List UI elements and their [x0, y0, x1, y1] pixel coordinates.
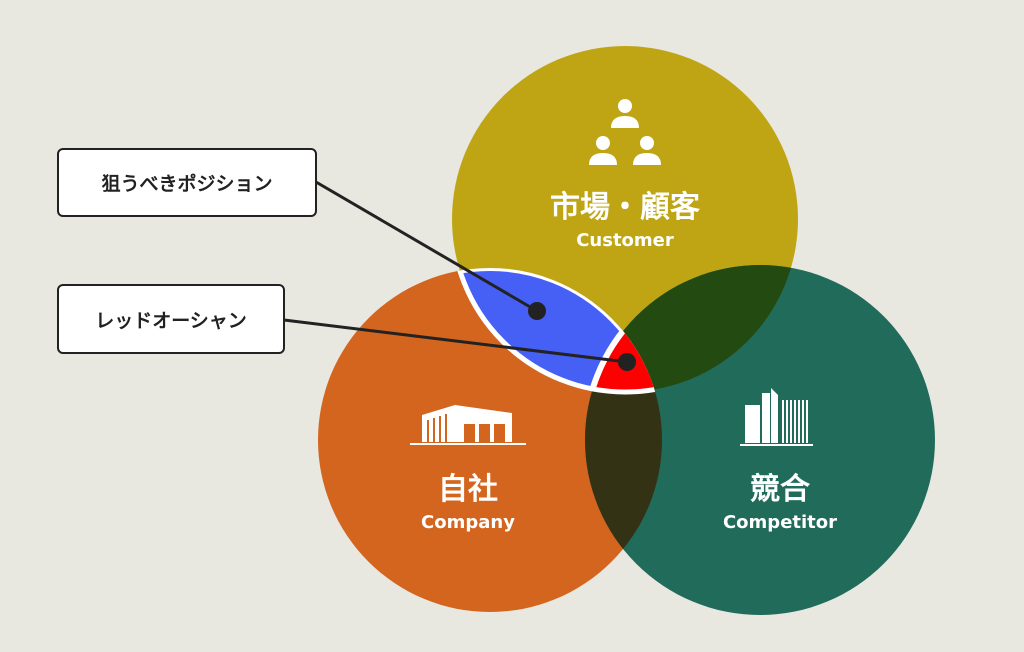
competitor-label: 競合 Competitor	[723, 464, 837, 533]
red-ocean-dot	[618, 353, 636, 371]
target-dot	[528, 302, 546, 320]
customer-subtitle: Customer	[576, 230, 674, 251]
customer-competitor-overlap	[585, 265, 798, 392]
factory-icon	[410, 405, 526, 445]
customer-label: 市場・顧客 Customer	[550, 182, 700, 251]
target-connector-line	[315, 180, 538, 313]
people-icon	[589, 99, 661, 165]
red-ocean-connector-line	[283, 318, 628, 364]
red-ocean-callout: レッドオーシャン	[57, 284, 285, 354]
buildings-icon	[740, 388, 813, 446]
customer-title: 市場・顧客	[550, 190, 700, 225]
competitor-title: 競合	[749, 472, 810, 507]
competitor-subtitle: Competitor	[722, 512, 838, 533]
company-label: 自社 Company	[421, 464, 515, 533]
target-position-callout: 狙うべきポジション	[57, 148, 317, 217]
company-title: 自社	[437, 472, 498, 507]
company-subtitle: Company	[421, 512, 515, 533]
